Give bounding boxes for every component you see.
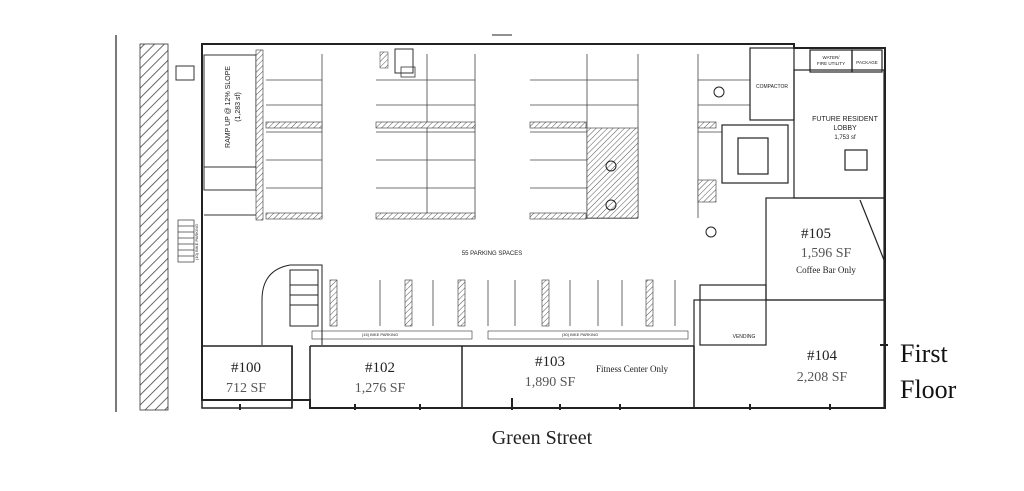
ramp-wall: [255, 49, 264, 221]
unit-100-area: 712 SF: [226, 381, 266, 396]
floor-title-line1: First: [900, 339, 948, 368]
unit-104-id: #104: [807, 348, 838, 364]
parking-stalls: [266, 54, 750, 218]
unit-100-id: #100: [231, 360, 261, 376]
unit-walls: [201, 345, 695, 409]
lobby-label: FUTURE RESIDENT: [812, 116, 878, 123]
lobby-area: 1,753 sf: [834, 135, 856, 141]
street-label: Green Street: [492, 427, 593, 449]
parking-count-label: 55 PARKING SPACES: [462, 251, 522, 257]
unit-102-id: #102: [365, 360, 395, 376]
water-utility-label: WATER/: [823, 55, 841, 60]
exterior-box: [175, 65, 195, 81]
fire-utility-label: FIRE UTILITY: [817, 61, 845, 66]
bottom-stalls: [379, 280, 676, 326]
bike-parking-left: (10) BIKE PARKING: [194, 224, 199, 260]
floor-title-line2: Floor: [900, 375, 957, 404]
unit-103-id: #103: [535, 354, 565, 370]
unit-105-id: #105: [801, 226, 831, 242]
compactor-label: COMPACTOR: [756, 84, 788, 90]
bike-rack-icon: [177, 219, 195, 263]
unit-104-area: 2,208 SF: [797, 370, 848, 385]
stair-core-left: [261, 264, 323, 345]
unit-103-note: Fitness Center Only: [596, 364, 668, 374]
package-label: PACKAGE: [856, 60, 877, 65]
ramp-area: (1,283 sf): [235, 92, 242, 122]
bike-rack-strip: [311, 330, 689, 340]
vending-label: VENDING: [733, 334, 756, 340]
unit-103-area: 1,890 SF: [525, 375, 576, 390]
equipment-box: [394, 48, 414, 74]
bike-parking-mid: (15) BIKE PARKING: [362, 332, 398, 337]
service-core-right: [693, 47, 885, 409]
hatched-sidewalk: [139, 43, 169, 411]
lobby-label-2: LOBBY: [833, 125, 857, 132]
unit-105-area: 1,596 SF: [801, 246, 852, 261]
bike-parking-right: (30) BIKE PARKING: [562, 332, 598, 337]
unit-105-note: Coffee Bar Only: [796, 265, 856, 275]
accessible-parking-icon: [605, 86, 725, 238]
storefront-marks: [239, 344, 888, 410]
ramp-label: RAMP UP @ 12% SLOPE: [225, 66, 232, 148]
unit-102-area: 1,276 SF: [355, 381, 406, 396]
structural-columns: [265, 121, 717, 327]
